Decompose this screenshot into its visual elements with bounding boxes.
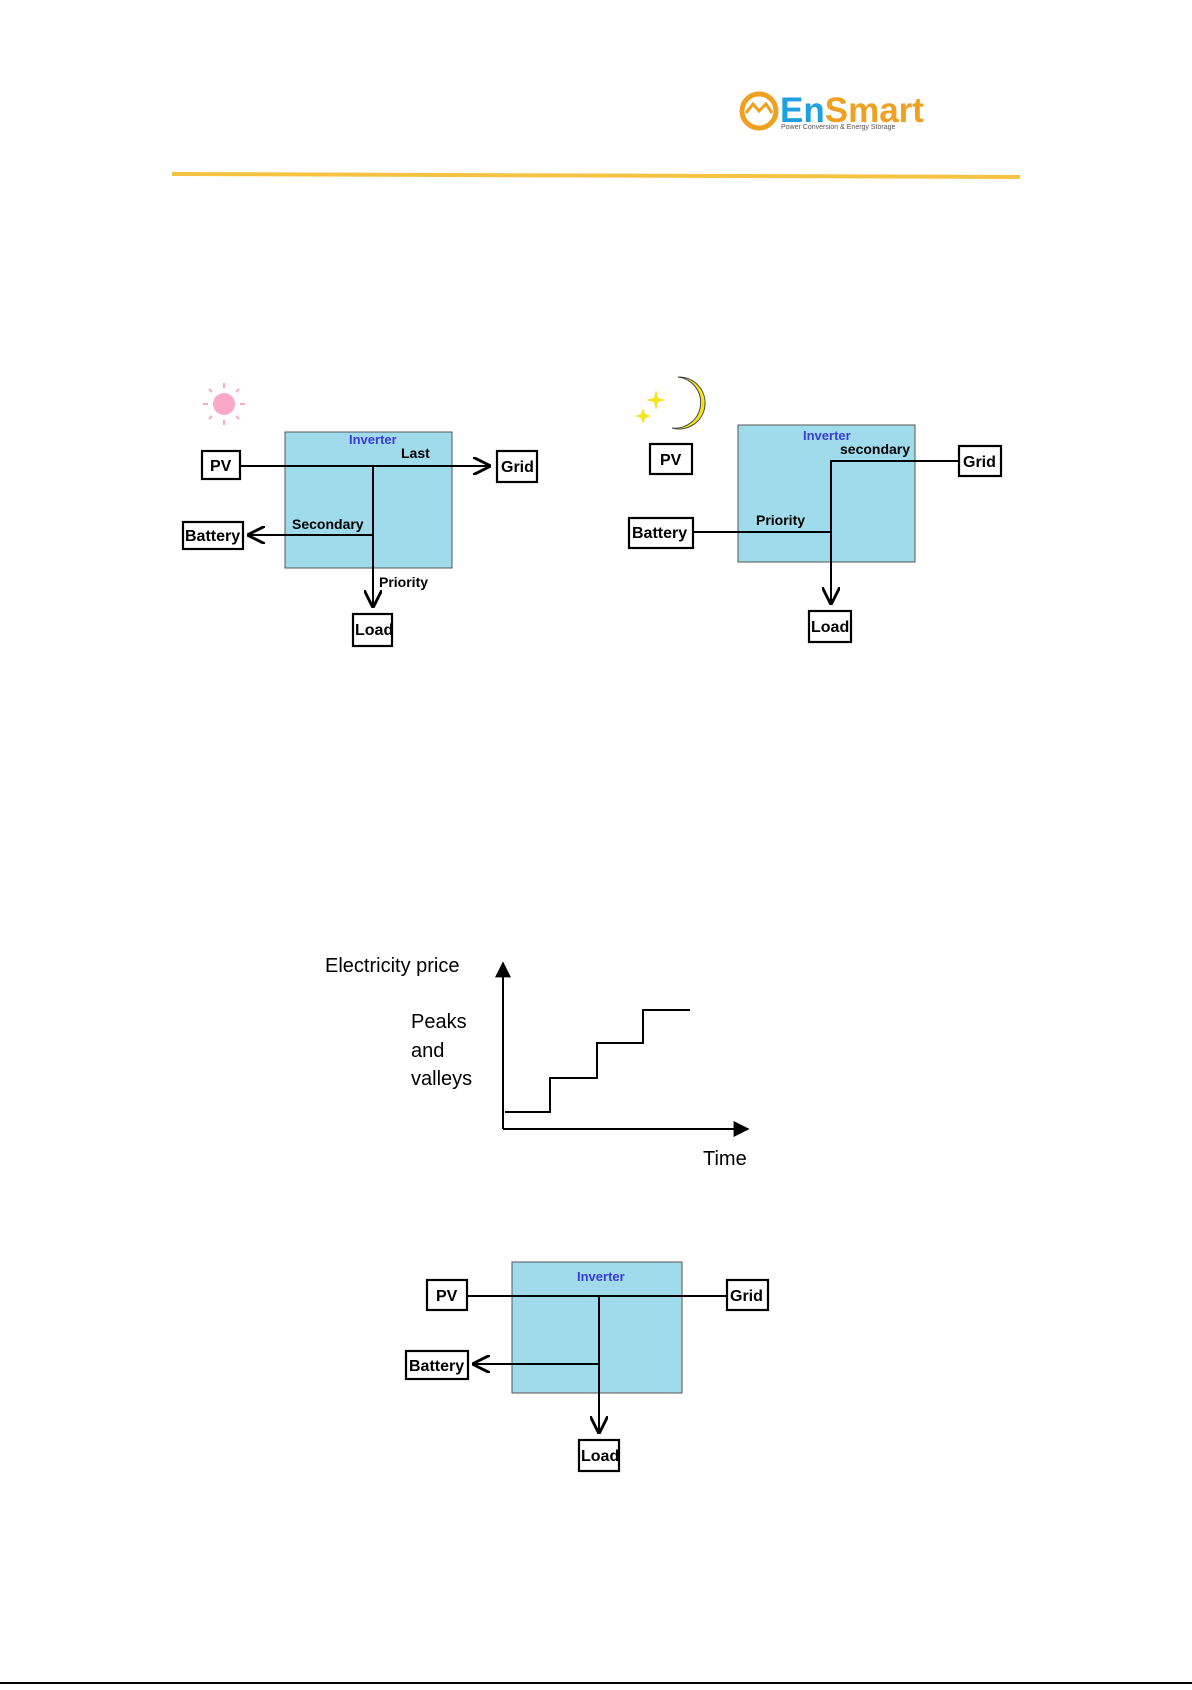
price-step-line bbox=[505, 1010, 690, 1112]
load-label: Load bbox=[581, 1448, 619, 1465]
bottom-diagram: Inverter PV Grid Battery Load bbox=[406, 1262, 768, 1471]
logo: EnSmart Power Conversion & Energy Storag… bbox=[742, 91, 924, 131]
header-divider bbox=[172, 174, 1020, 177]
grid-label: Grid bbox=[501, 459, 534, 476]
annotation-line-2: and bbox=[411, 1040, 444, 1062]
battery-label: Battery bbox=[185, 528, 240, 545]
sun-icon bbox=[203, 383, 245, 425]
day-diagram: Inverter PV Grid Battery Load Last Secon… bbox=[183, 383, 537, 646]
inverter-label: Inverter bbox=[577, 1269, 625, 1284]
grid-label: Grid bbox=[963, 454, 996, 471]
price-step-chart: Electricity price Time Peaks and valleys bbox=[325, 955, 748, 1170]
label-secondary: Secondary bbox=[292, 516, 364, 532]
logo-tagline: Power Conversion & Energy Storage bbox=[781, 124, 895, 131]
battery-label: Battery bbox=[409, 1358, 464, 1375]
pv-label: PV bbox=[436, 1288, 458, 1305]
label-last: Last bbox=[401, 445, 430, 461]
annotation-line-1: Peaks bbox=[411, 1011, 467, 1033]
logo-icon bbox=[742, 94, 776, 128]
y-axis-label: Electricity price bbox=[325, 955, 459, 977]
load-label: Load bbox=[811, 619, 849, 636]
inverter-label: Inverter bbox=[349, 432, 397, 447]
grid-label: Grid bbox=[730, 1288, 763, 1305]
pv-label: PV bbox=[210, 458, 232, 475]
x-axis-label: Time bbox=[703, 1148, 747, 1170]
label-priority: Priority bbox=[379, 574, 428, 590]
night-diagram: Inverter PV Grid Battery Load secondary … bbox=[629, 377, 1001, 642]
battery-label: Battery bbox=[632, 525, 687, 542]
label-secondary: secondary bbox=[840, 441, 910, 457]
moon-stars-icon bbox=[635, 377, 705, 429]
label-priority: Priority bbox=[756, 512, 805, 528]
annotation-line-3: valleys bbox=[411, 1068, 472, 1090]
pv-label: PV bbox=[660, 452, 682, 469]
load-label: Load bbox=[355, 622, 393, 639]
